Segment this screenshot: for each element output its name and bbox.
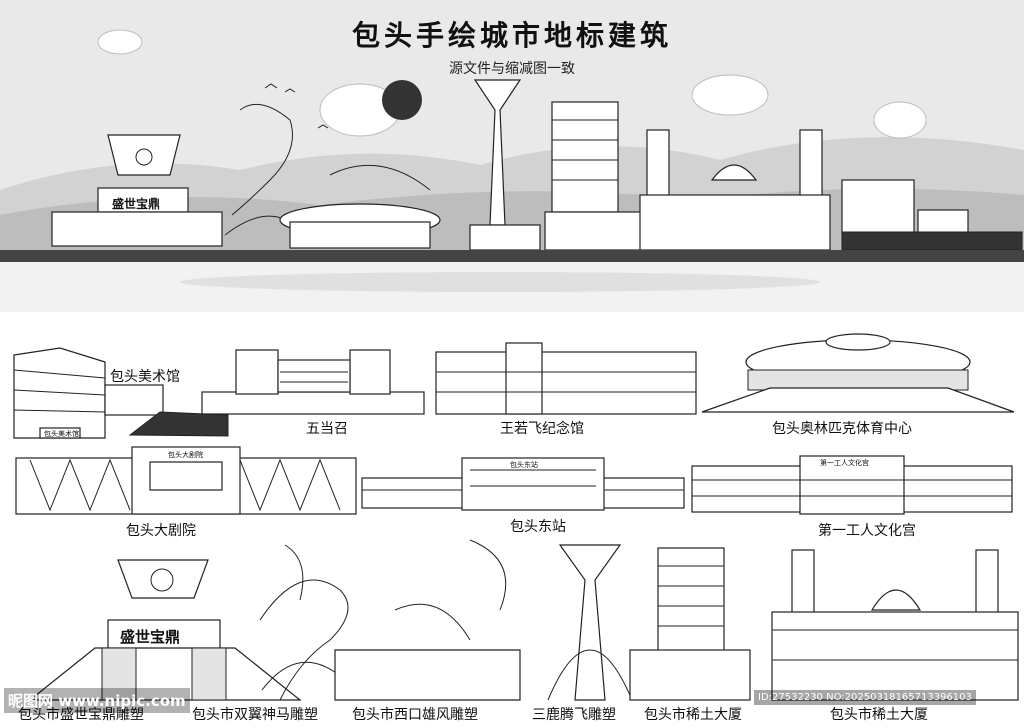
ding-plaque-label: 盛世宝鼎 <box>112 197 161 211</box>
mosque-drawing <box>771 549 1019 701</box>
label-wudangzhao: 五当召 <box>306 421 348 437</box>
label-wangruofei: 王若飞纪念馆 <box>500 421 584 437</box>
art-museum-drawing <box>13 347 229 439</box>
label-xikou: 包头市西口雄风雕塑 <box>352 707 478 723</box>
watermark-site: 昵图网 www.nipic.com <box>4 688 190 713</box>
bird-icon <box>264 83 329 129</box>
deer-tower-drawing <box>547 544 633 701</box>
skyline-banner: 盛世宝鼎 <box>0 0 1024 320</box>
label-deer: 三鹿腾飞雕塑 <box>532 707 616 723</box>
wudangzhao-drawing <box>201 349 425 415</box>
skyline-illustration <box>0 0 1024 312</box>
station-sign: 包头东站 <box>510 461 538 469</box>
watermark-id: ID:27532230 NO:20250318165713396103 <box>754 690 976 705</box>
label-art-museum: 包头美术馆 <box>110 369 180 385</box>
label-rare-earth: 包头市稀土大厦 <box>644 707 742 723</box>
wangruofei-memorial-drawing <box>435 342 697 415</box>
label-shengshi: 包头市盛世宝鼎雕塑 <box>18 707 144 723</box>
label-workers-palace: 第一工人文化宫 <box>818 523 916 539</box>
page-title: 包头手绘城市地标建筑 <box>351 19 672 52</box>
cloud-icon <box>97 29 927 139</box>
workers-palace-drawing <box>691 455 1013 515</box>
theatre-sign: 包头大剧院 <box>168 451 203 459</box>
page-subtitle: 源文件与缩减图一致 <box>449 61 575 77</box>
label-olympic: 包头奥林匹克体育中心 <box>772 421 912 437</box>
label-east-station: 包头东站 <box>510 519 566 535</box>
olympic-center-drawing <box>701 333 1015 413</box>
label-theatre: 包头大剧院 <box>126 523 196 539</box>
sun-icon <box>382 80 422 120</box>
palace-sign: 第一工人文化宫 <box>820 459 869 467</box>
shengshi-ding-drawing <box>28 559 302 701</box>
label-horse: 包头市双翼神马雕塑 <box>192 707 318 723</box>
theatre-drawing <box>15 446 357 515</box>
east-station-drawing <box>361 457 685 511</box>
ding-plaque: 盛世宝鼎 <box>120 628 181 646</box>
art-museum-sign: 包头美术馆 <box>44 430 79 438</box>
label-rare-earth-2: 包头市稀土大厦 <box>830 707 928 723</box>
xikou-sculpture-drawing <box>334 539 521 701</box>
rare-earth-building-drawing <box>629 547 751 701</box>
